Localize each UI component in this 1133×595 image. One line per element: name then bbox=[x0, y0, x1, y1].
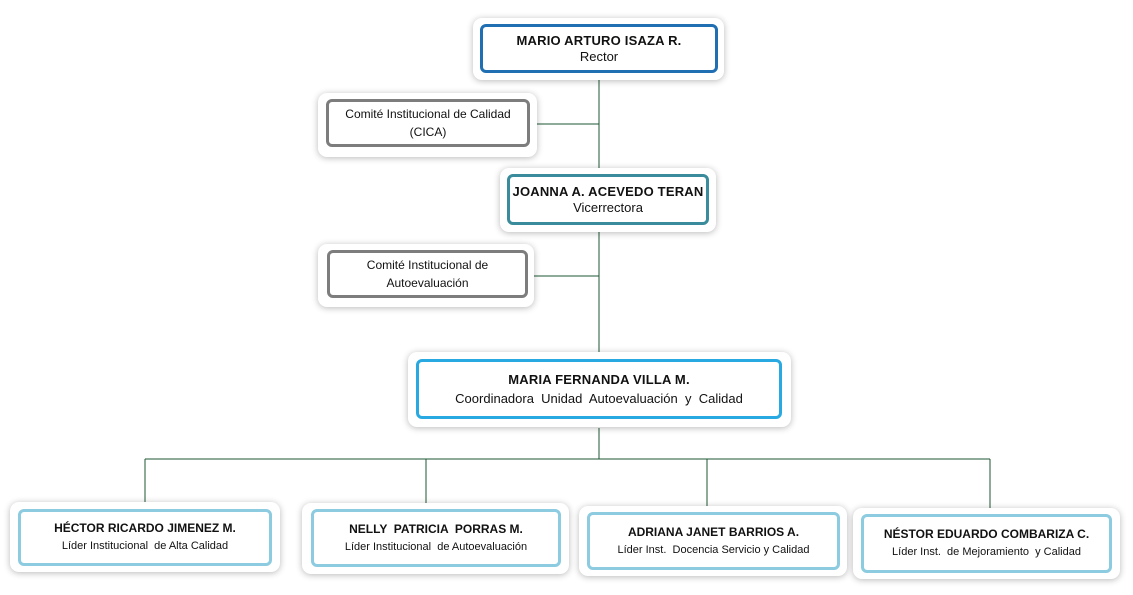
leader-name-3: ADRIANA JANET BARRIOS A. bbox=[627, 524, 800, 539]
leader-box-2: NELLY PATRICIA PORRAS M. Líder Instituci… bbox=[311, 509, 561, 567]
auto-committee-box: Comité Institucional de Autoevaluación bbox=[327, 250, 528, 298]
leader-role-4: Líder Inst. de Mejoramiento y Calidad bbox=[892, 546, 1081, 558]
cica-box: Comité Institucional de Calidad (CICA) bbox=[326, 99, 530, 147]
auto-committee-line2: Autoevaluación bbox=[386, 276, 469, 290]
vice-name: JOANNA A. ACEVEDO TERAN bbox=[512, 183, 704, 199]
leader-box-1: HÉCTOR RICARDO JIMENEZ M. Líder Instituc… bbox=[18, 509, 272, 566]
leader-box-3: ADRIANA JANET BARRIOS A. Líder Inst. Doc… bbox=[587, 512, 840, 570]
leader-name-2: NELLY PATRICIA PORRAS M. bbox=[349, 521, 523, 536]
leader-role-1: Líder Institucional de Alta Calidad bbox=[61, 540, 229, 552]
rector-role: Rector bbox=[579, 48, 619, 64]
cica-line2: (CICA) bbox=[409, 125, 447, 139]
coordinator-box: MARIA FERNANDA VILLA M. Coordinadora Uni… bbox=[416, 359, 782, 419]
leader-role-3: Líder Inst. Docencia Servicio y Calidad bbox=[617, 543, 810, 556]
leader-box-4: NÉSTOR EDUARDO COMBARIZA C. Líder Inst. … bbox=[861, 514, 1112, 573]
auto-committee-line1: Comité Institucional de bbox=[366, 258, 489, 272]
rector-box: MARIO ARTURO ISAZA R. Rector bbox=[480, 24, 718, 73]
leader-name-4: NÉSTOR EDUARDO COMBARIZA C. bbox=[883, 527, 1090, 541]
leader-role-2: Líder Institucional de Autoevaluación bbox=[344, 540, 528, 553]
vice-role: Vicerrectora bbox=[573, 199, 643, 215]
leader-name-1: HÉCTOR RICARDO JIMENEZ M. bbox=[54, 521, 236, 535]
coordinator-role: Coordinadora Unidad Autoevaluación y Cal… bbox=[455, 390, 743, 406]
cica-line1: Comité Institucional de Calidad bbox=[345, 107, 511, 121]
rector-name: MARIO ARTURO ISAZA R. bbox=[516, 32, 682, 48]
vice-box: JOANNA A. ACEVEDO TERAN Vicerrectora bbox=[507, 174, 709, 225]
coordinator-name: MARIA FERNANDA VILLA M. bbox=[508, 371, 690, 387]
